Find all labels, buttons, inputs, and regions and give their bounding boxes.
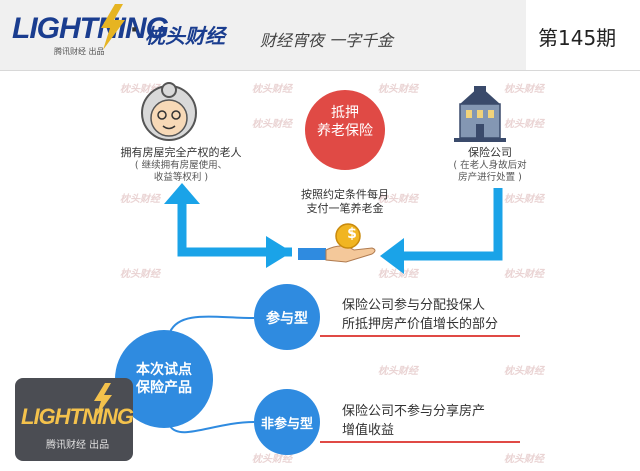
arrow-to-payment <box>400 188 503 261</box>
payment-line1: 按照约定条件每月 <box>301 188 389 201</box>
elder-note-line1: ( 继续拥有房屋使用、 <box>134 160 228 171</box>
hand-coin-icon <box>298 223 376 263</box>
insurer-title: 保险公司 <box>468 146 512 159</box>
payment-line2: 支付一笔养老金 <box>306 202 384 215</box>
elder-title: 拥有房屋完全产权的老人 <box>120 146 242 159</box>
type1-underline <box>320 335 520 337</box>
watermark: 枕头财经 <box>504 454 544 465</box>
center-label-line2: 养老保险 <box>317 123 373 139</box>
arrow-head-left-icon <box>380 238 404 274</box>
type2-underline <box>320 441 520 443</box>
arrow-head-left-source <box>266 236 292 268</box>
bottom-logo-badge <box>15 378 133 461</box>
non-participating-circle <box>254 389 320 455</box>
participating-circle <box>254 284 320 350</box>
type1-desc-line1: 保险公司参与分配投保人 <box>342 298 486 313</box>
non-participating-label: 非参与型 <box>260 417 313 432</box>
watermark: 枕头财经 <box>120 194 160 205</box>
bottom-logo-sub: 腾讯财经 出品 <box>46 440 110 451</box>
coin-symbol: $ <box>347 226 357 242</box>
main-product-line1: 本次试点 <box>136 362 192 378</box>
watermark: 枕头财经 <box>504 84 544 95</box>
brand-name: 枕头财经 <box>145 24 225 48</box>
watermark: 枕头财经 <box>252 454 292 465</box>
center-label-line1: 抵押 <box>331 105 359 121</box>
bottom-bolt-icon <box>94 383 112 417</box>
watermark: 枕头财经 <box>120 269 160 280</box>
elder-note-line2: 收益等权利 ) <box>153 172 209 183</box>
participating-label: 参与型 <box>266 311 308 327</box>
type2-desc-line2: 增值收益 <box>342 423 395 438</box>
lightning-bolt-icon <box>101 4 125 50</box>
bottom-logo-text: LIGHTNING <box>21 404 134 429</box>
watermark: 枕头财经 <box>378 269 418 280</box>
logo-subtitle: 腾讯财经 出品 <box>54 47 105 56</box>
type1-desc-line2: 所抵押房产价值增长的部分 <box>342 317 499 332</box>
elder-avatar-icon <box>141 82 197 141</box>
watermark: 枕头财经 <box>378 84 418 95</box>
header-bar: LIGHTNING 腾讯财经 出品 · 枕头财经 财经宵夜 一字千金 第145期 <box>0 0 640 71</box>
issue-number: 第145期 <box>538 26 617 50</box>
watermark: 枕头财经 <box>504 366 544 377</box>
issue-box <box>526 0 640 70</box>
lightning-logo: LIGHTNING <box>12 12 169 45</box>
curve-bottom <box>169 421 255 434</box>
main-product-line2: 保险产品 <box>136 380 192 396</box>
arrow-to-elder <box>177 200 292 257</box>
watermark: 枕头财经 <box>120 84 160 95</box>
watermark: 枕头财经 <box>504 269 544 280</box>
separator: · <box>130 18 139 43</box>
slogan: 财经宵夜 一字千金 <box>260 31 394 50</box>
arrow-head-up-icon <box>164 183 200 204</box>
insurance-building-icon <box>454 86 506 142</box>
watermark: 枕头财经 <box>504 119 544 130</box>
insurer-note-line2: 房产进行处置 ) <box>458 172 522 183</box>
watermark: 枕头财经 <box>378 194 418 205</box>
watermark: 枕头财经 <box>252 119 292 130</box>
insurer-note-line1: ( 在老人身故后对 <box>453 160 527 171</box>
watermark: 枕头财经 <box>378 366 418 377</box>
watermark: 枕头财经 <box>252 84 292 95</box>
mortgage-insurance-circle <box>305 90 385 170</box>
curve-top <box>169 315 255 333</box>
watermark: 枕头财经 <box>504 194 544 205</box>
type2-desc-line1: 保险公司不参与分享房产 <box>342 404 486 419</box>
